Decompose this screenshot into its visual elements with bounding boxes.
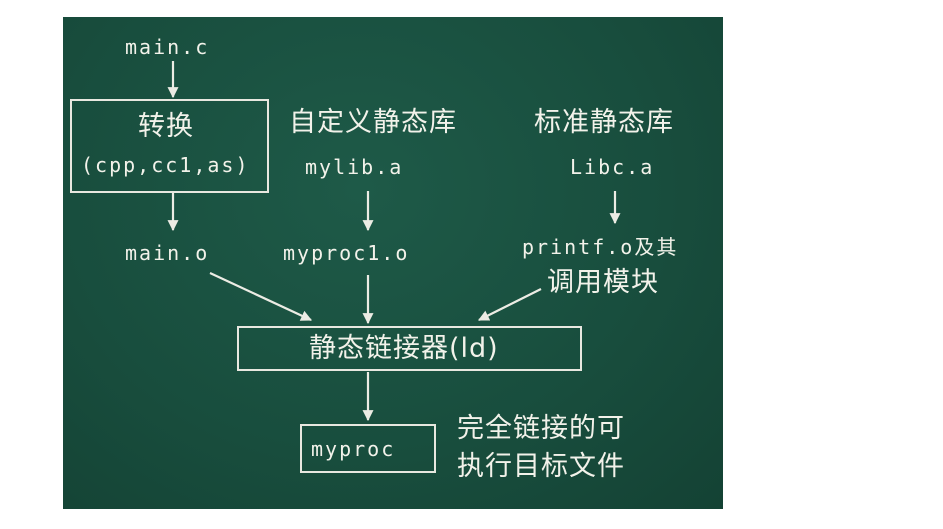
arrow-printfo-to-linker	[478, 288, 542, 321]
printf-o-line1: printf.o及其	[522, 235, 679, 259]
convert-title: 转换	[138, 111, 194, 142]
output-box	[300, 424, 436, 473]
output-name: myproc	[311, 437, 396, 461]
libc-a-label: Libc.a	[570, 155, 655, 179]
arrow-maino-to-linker	[209, 272, 312, 321]
main-o-label: main.o	[125, 241, 210, 265]
convert-tools: (cpp,cc1,as)	[81, 153, 250, 177]
connector-arrows	[167, 61, 621, 422]
myproc1-o-label: myproc1.o	[283, 241, 410, 265]
printf-o-label: printf.o及其	[522, 237, 678, 257]
linker-box	[237, 326, 582, 371]
standard-static-lib-heading: 标准静态库	[534, 107, 674, 138]
output-desc-line1: 完全链接的可	[457, 413, 625, 444]
linker-label: 静态链接器(ld)	[309, 333, 499, 364]
output-desc-line2: 执行目标文件	[457, 451, 625, 482]
printf-o-line2: 调用模块	[547, 267, 659, 298]
mylib-a-label: mylib.a	[305, 155, 404, 179]
main-c-label: main.c	[125, 35, 210, 59]
chalkboard: main.c 转换 (cpp,cc1,as) 自定义静态库 标准静态库 myli…	[63, 17, 723, 509]
convert-box	[70, 99, 269, 193]
custom-static-lib-heading: 自定义静态库	[289, 107, 457, 138]
